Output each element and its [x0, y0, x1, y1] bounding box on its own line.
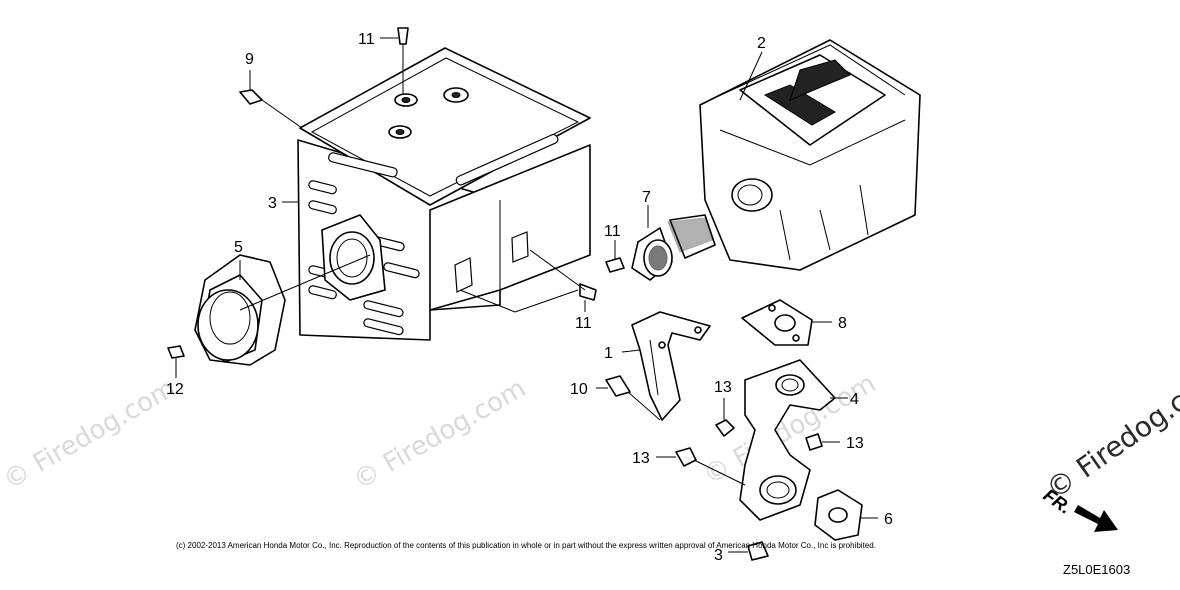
- callout-3: 3: [268, 195, 277, 212]
- copyright-notice: (c) 2002-2013 American Honda Motor Co., …: [176, 541, 876, 550]
- exhaust-pipe-part: [739, 359, 836, 521]
- diagram-code: Z5L0E1603: [1063, 562, 1130, 577]
- callout-labels: 11 9 2 3 5 7 11 11 8 1 12 10 13 4 13 13 …: [166, 31, 893, 564]
- watermark-center: © Firedog.com: [349, 373, 531, 496]
- callout-4: 4: [850, 391, 859, 408]
- callout-13-a: 13: [714, 379, 732, 396]
- callout-3-bottom: 3: [714, 547, 723, 564]
- spark-arrester-part: [631, 214, 716, 281]
- front-arrow-icon: [1074, 505, 1118, 532]
- leader-lines: [175, 37, 878, 553]
- gasket-6-part: [814, 489, 863, 541]
- gasket-8-part: [741, 299, 813, 346]
- callout-1: 1: [604, 345, 613, 362]
- callout-6: 6: [884, 511, 893, 528]
- muffler-protector-part: [297, 47, 591, 341]
- callout-5: 5: [234, 239, 243, 256]
- callout-9: 9: [245, 51, 254, 68]
- callout-10: 10: [570, 381, 588, 398]
- callout-11-low: 11: [575, 315, 592, 332]
- fasteners: [167, 27, 823, 561]
- callout-8: 8: [838, 315, 847, 332]
- front-direction-indicator: FR.: [1040, 485, 1118, 532]
- watermark-left: © Firedog.com: [0, 373, 181, 496]
- callout-7: 7: [642, 189, 651, 206]
- callout-12: 12: [166, 381, 184, 398]
- watermark-right: © Firedog.com: [1040, 359, 1180, 505]
- callout-11-top: 11: [358, 31, 375, 48]
- muffler-part: [699, 39, 921, 271]
- callout-2: 2: [757, 35, 766, 52]
- bracket-part: [631, 311, 711, 421]
- callout-11-mid: 11: [604, 223, 621, 240]
- callout-13-b: 13: [846, 435, 864, 452]
- callout-13-c: 13: [632, 450, 650, 467]
